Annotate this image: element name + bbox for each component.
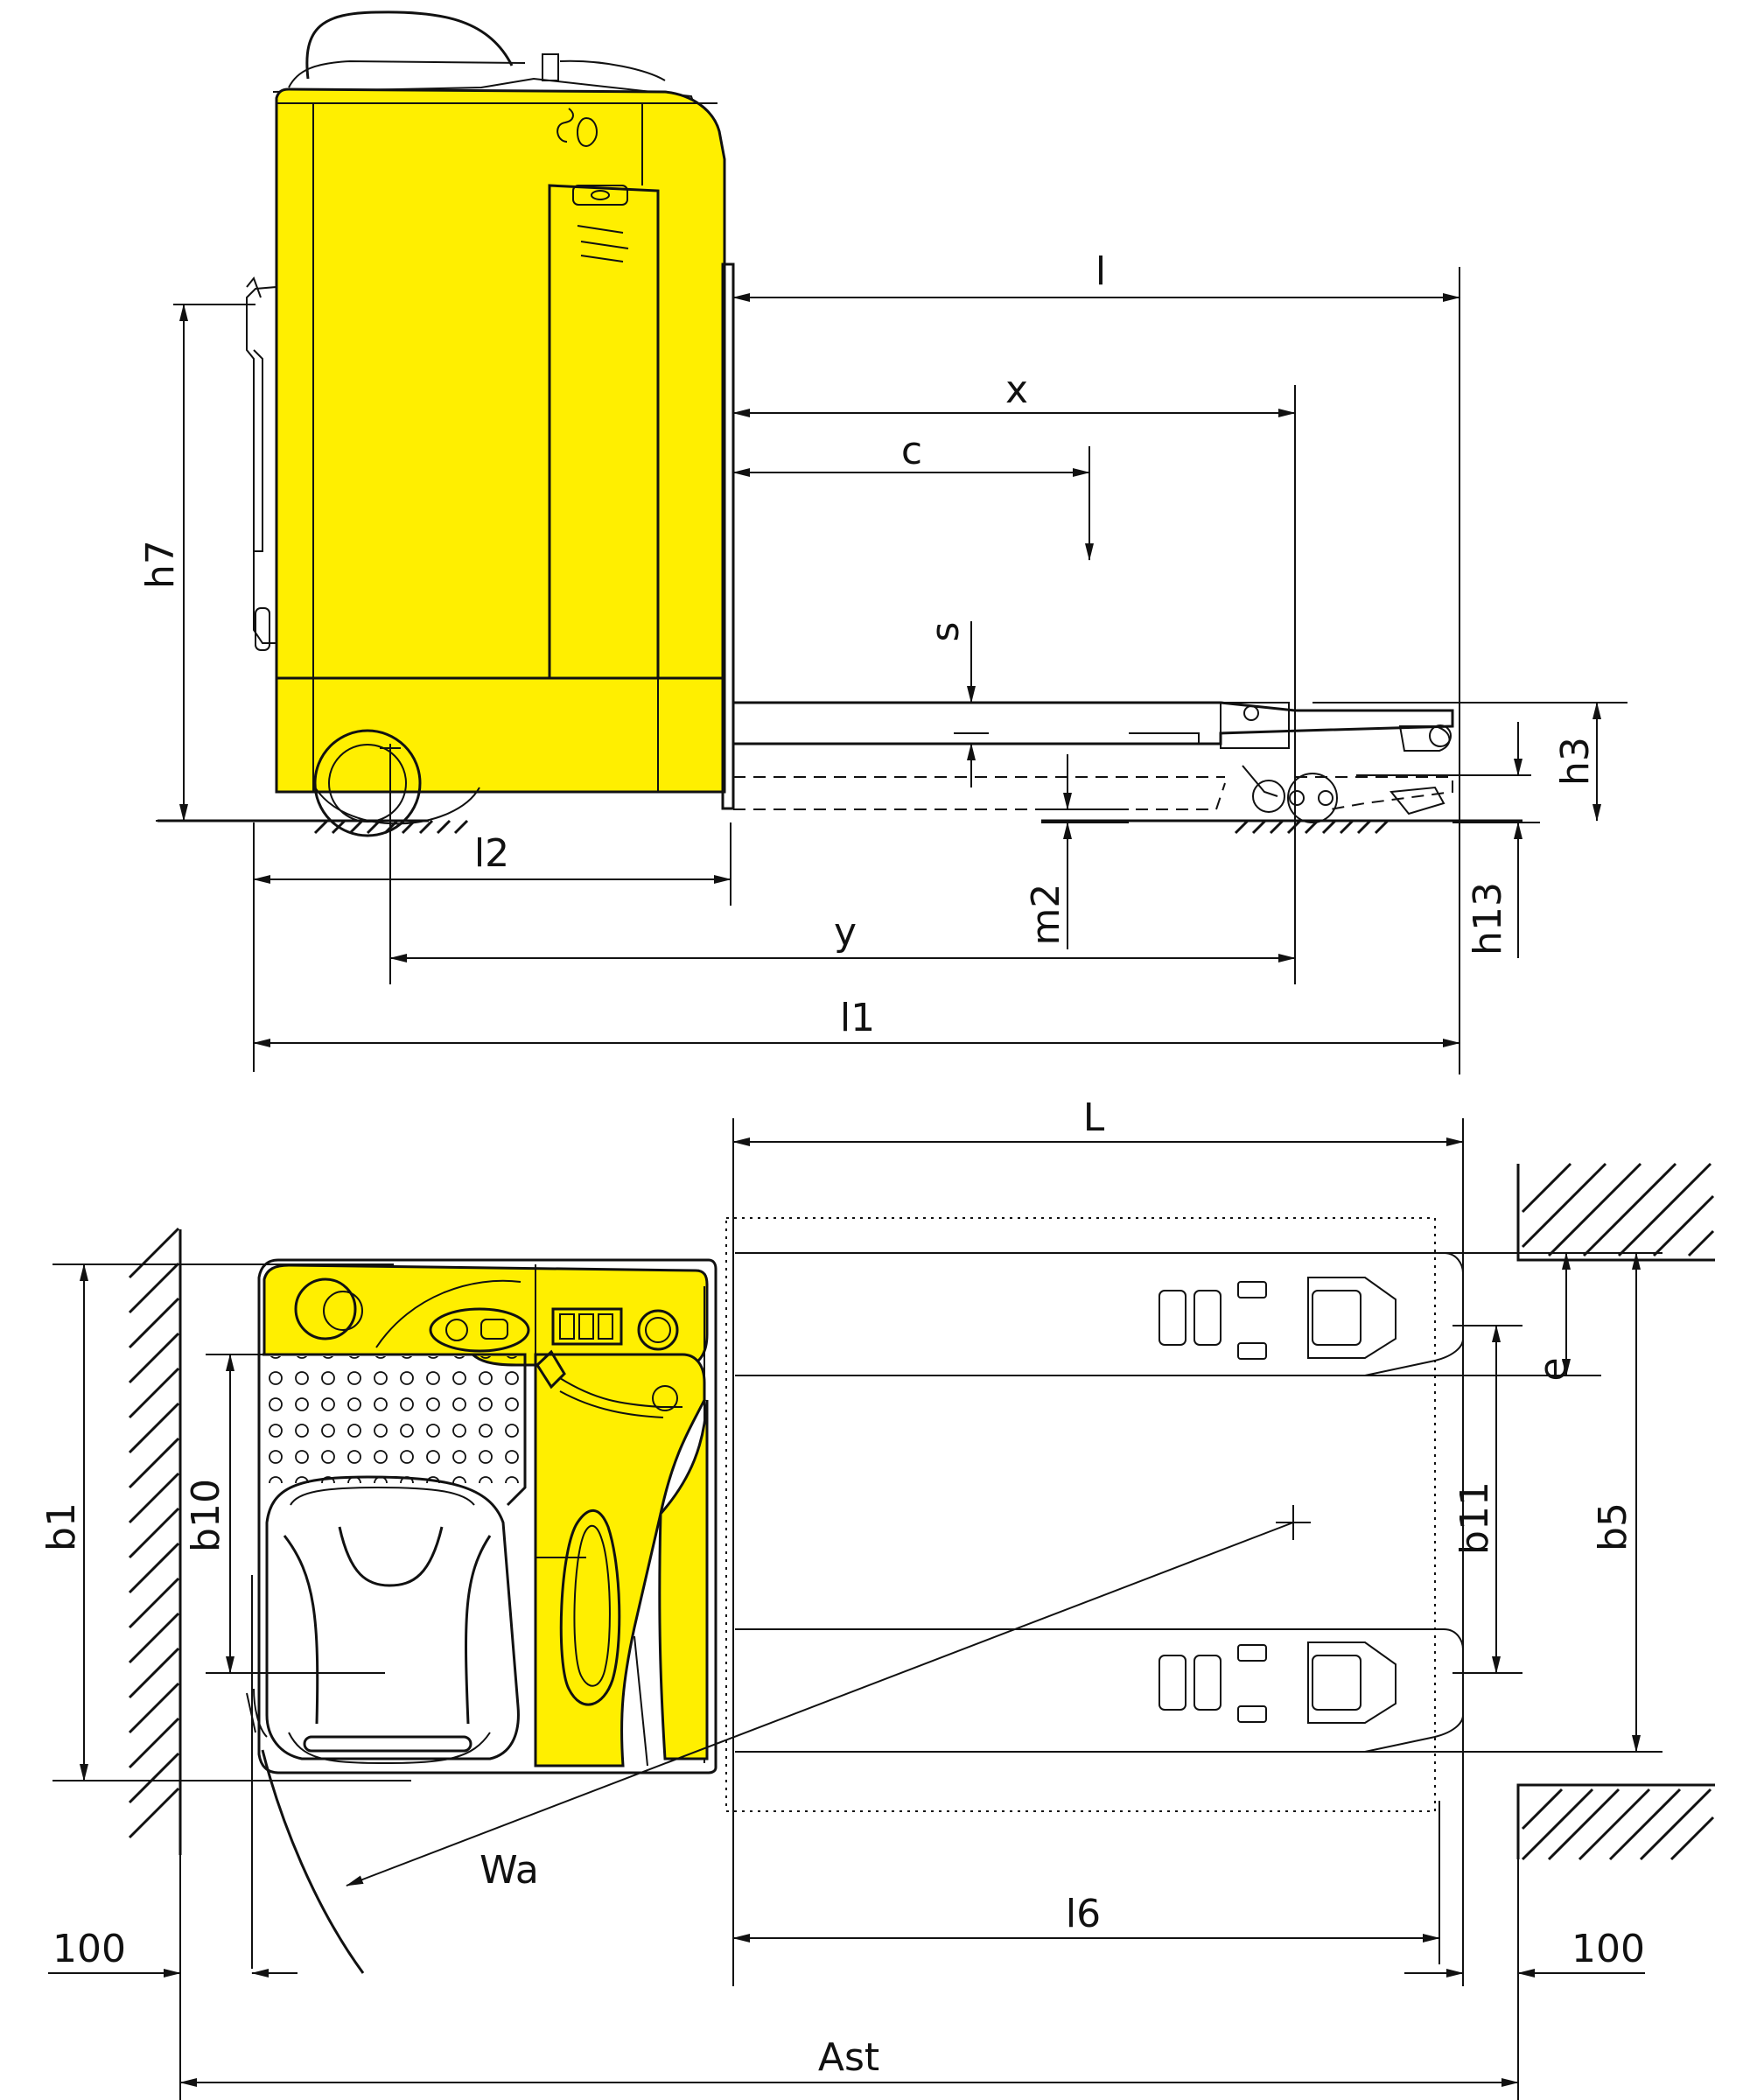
dim-label-c: c [901,429,922,473]
wall-right-bottom [1516,1783,1715,1861]
dim-label-m2: m2 [1024,884,1068,946]
dim-label-e: e [1531,1357,1576,1381]
dim-label-L: L [1083,1096,1105,1140]
clearance-label-right: 100 [1572,1927,1645,1971]
dim-label-h3: h3 [1553,737,1598,786]
dim-label-l: l [1096,249,1106,294]
dim-label-x: x [1005,368,1028,412]
dim-label-b1: b1 [39,1502,84,1551]
wall-left [128,1227,182,1855]
ground-hatch-right [1234,819,1390,835]
dim-label-h7: h7 [138,540,183,589]
dim-label-Wa: Wa [480,1848,539,1893]
dim-label-s: s [923,622,968,642]
dim-label-l1: l1 [840,996,875,1040]
dim-label-y: y [834,910,857,955]
dim-label-Ast: Ast [818,2035,879,2080]
clearance-label-left: 100 [52,1927,126,1971]
dim-label-b10: b10 [184,1479,228,1552]
fork-details-lower [1158,1642,1396,1724]
truck-body-side [275,88,726,794]
dim-label-b5: b5 [1591,1502,1635,1551]
dim-label-h13: h13 [1466,882,1510,956]
side-view: l x c s h7 h3 l2 m2 y h13 l1 [138,10,1628,1074]
dim-label-b11: b11 [1452,1481,1497,1555]
top-view: L e b1 b10 b11 b5 Wa l6 100 100 Ast [39,1096,1715,2100]
wall-right-top [1516,1162,1715,1262]
dim-label-l6: l6 [1066,1892,1101,1936]
operator-seat [265,1475,520,1760]
dim-label-l2: l2 [474,831,509,876]
fork-details-upper [1158,1277,1396,1360]
